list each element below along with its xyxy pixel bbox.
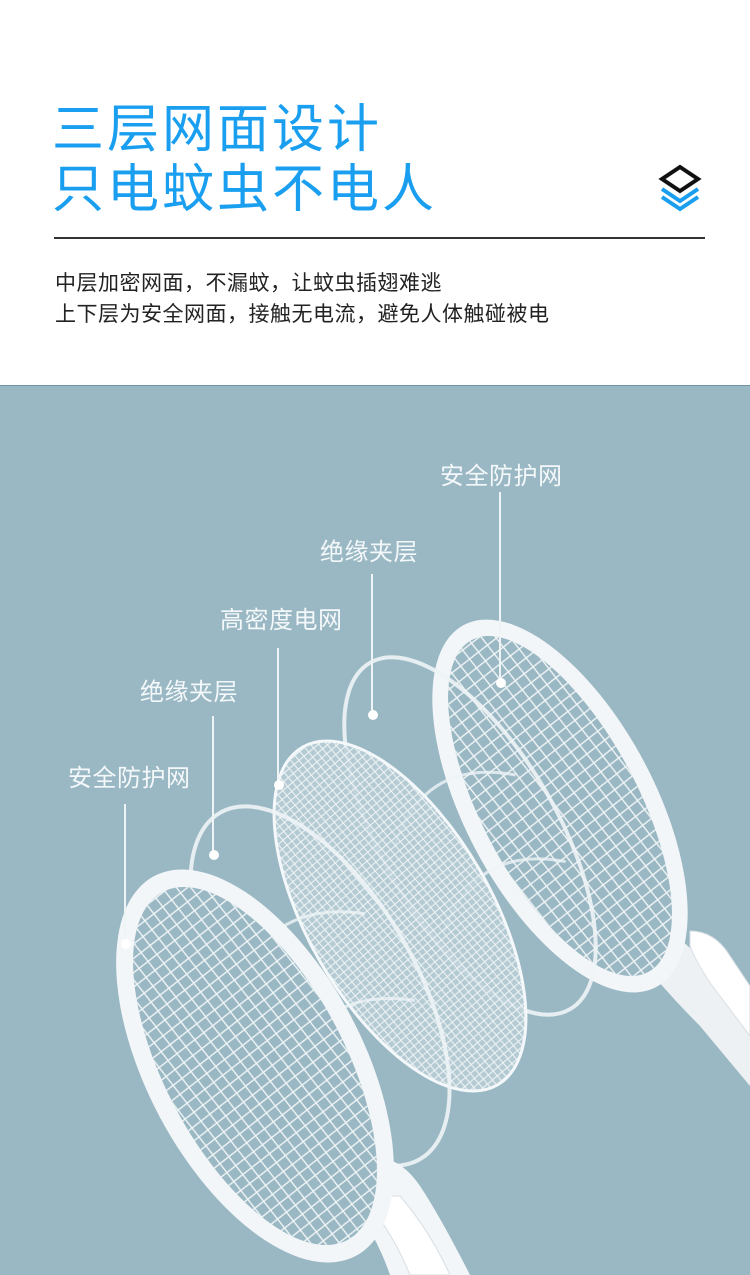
divider-rule <box>54 237 705 239</box>
leader-dot <box>368 710 378 720</box>
label-insulation-layer-back: 绝缘夹层 <box>320 538 418 566</box>
leader-dot <box>209 850 219 860</box>
leader-line <box>212 716 214 856</box>
racket-layers-illustration <box>116 619 750 1275</box>
leader-dot <box>274 780 284 790</box>
layers-icon <box>658 164 702 212</box>
front-racket-head <box>116 869 394 1263</box>
header-section: 三层网面设计 只电蚊虫不电人 中层加密网面，不漏蚊，让蚊虫插翅难逃 上下层为安全… <box>0 0 750 386</box>
leader-dot <box>496 678 506 688</box>
leader-line <box>371 574 373 715</box>
page-title-line2: 只电蚊虫不电人 <box>52 160 438 220</box>
label-safety-net-back: 安全防护网 <box>440 462 563 490</box>
back-racket-head <box>432 619 688 993</box>
leader-line <box>499 492 501 684</box>
page-title-line1: 三层网面设计 <box>52 100 383 160</box>
layer-diagram-panel: 安全防护网 绝缘夹层 高密度电网 绝缘夹层 安全防护网 <box>0 386 750 1275</box>
description-line1: 中层加密网面，不漏蚊，让蚊虫插翅难逃 <box>55 271 442 295</box>
leader-dot <box>121 939 131 949</box>
label-safety-net-front: 安全防护网 <box>68 764 191 792</box>
high-density-grid-layer <box>272 739 528 1093</box>
leader-line <box>277 648 279 785</box>
leader-line <box>124 804 126 944</box>
label-insulation-layer-front: 绝缘夹层 <box>140 678 238 706</box>
description-line2: 上下层为安全网面，接触无电流，避免人体触碰被电 <box>55 302 550 326</box>
label-high-density-grid: 高密度电网 <box>220 606 343 634</box>
